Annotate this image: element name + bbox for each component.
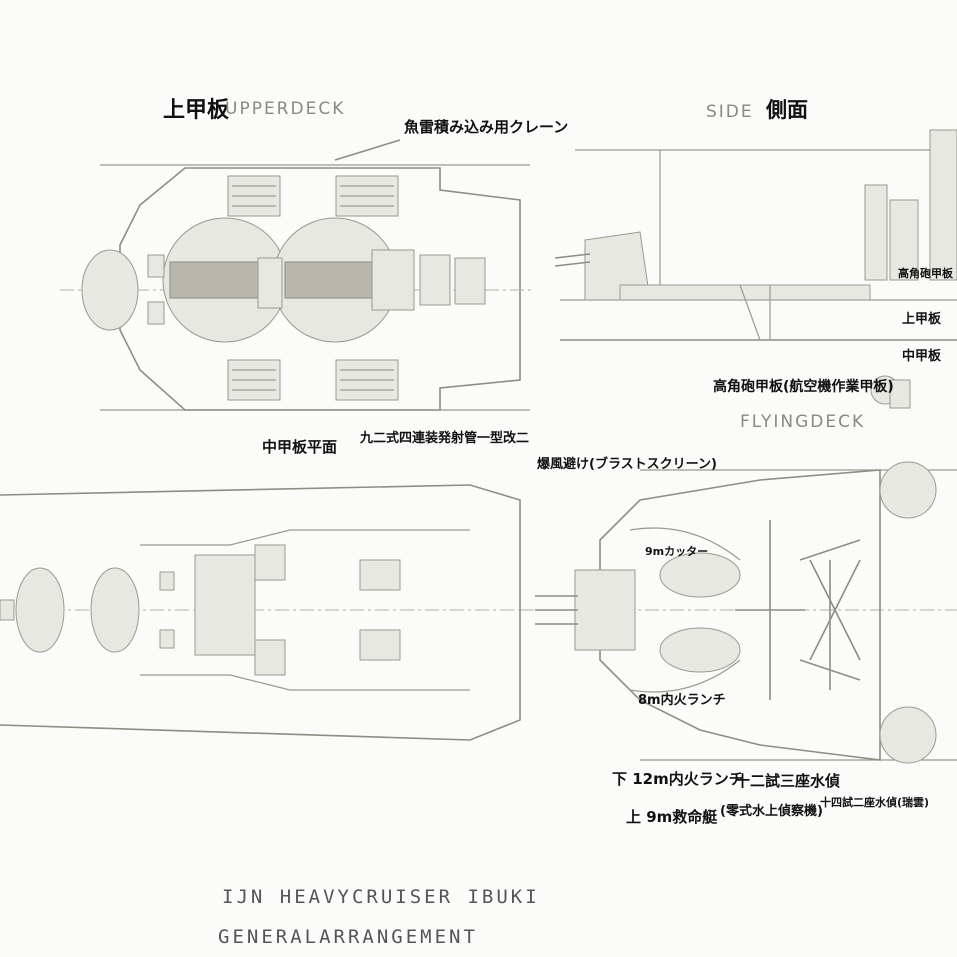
launch-8m-label: 8m内火ランチ <box>638 693 726 708</box>
upper-deck-plan <box>60 139 535 411</box>
drawing-title-line2: GENERALARRANGEMENT <box>218 926 478 948</box>
type14-seaplane-label: 十四試二座水偵(瑞雲) <box>820 796 930 809</box>
ha-gun-deck-aviation-label: 高角砲甲板(航空機作業甲板) <box>713 379 894 395</box>
cutter-9m-label: 9mカッター <box>645 545 709 558</box>
upper-deck-label-en: UPPERDECK <box>225 99 346 119</box>
flying-deck-label-en: FLYINGDECK <box>740 412 866 432</box>
middle-deck-plan-label: 中甲板平面 <box>262 438 338 456</box>
flying-deck-plan <box>520 375 957 764</box>
seaplane-type12-silhouette <box>735 520 805 700</box>
type0-recon-label: (零式水上偵察機) <box>720 804 823 819</box>
type12-seaplane-label: 十二試三座水偵 <box>735 772 841 790</box>
side-elevation <box>554 129 957 341</box>
upper-deck-short-label: 上甲板 <box>902 312 942 327</box>
torpedo-tubes-label: 九二式四連装発射管一型改二 <box>360 431 530 446</box>
middle-deck-short-label: 中甲板 <box>902 349 942 364</box>
torpedo-tube-mount-lower-1 <box>227 359 281 401</box>
upper-lifeboat-label: 上 9m救命艇 <box>626 808 718 826</box>
blast-screen-label: 爆風避け(ブラストスクリーン) <box>537 457 717 472</box>
seaplane-type14-silhouette <box>799 539 861 690</box>
drawing-title-line1: IJN HEAVYCRUISER IBUKI <box>222 886 540 908</box>
side-label-en: SIDE <box>706 102 754 122</box>
ha-gun-deck-label: 高角砲甲板 <box>898 267 953 280</box>
lower-launch-label: 下 12m内火ランチ <box>612 770 744 788</box>
middle-deck-plan <box>0 484 521 741</box>
torpedo-tube-mount-lower-2 <box>335 359 399 401</box>
torpedo-crane-label: 魚雷積み込み用クレーン <box>404 118 569 136</box>
torpedo-tube-mount-upper-2 <box>335 175 399 217</box>
torpedo-tube-mount-upper-1 <box>227 175 281 217</box>
side-label-jp: 側面 <box>766 98 808 122</box>
upper-deck-label-jp: 上甲板 <box>163 98 230 123</box>
